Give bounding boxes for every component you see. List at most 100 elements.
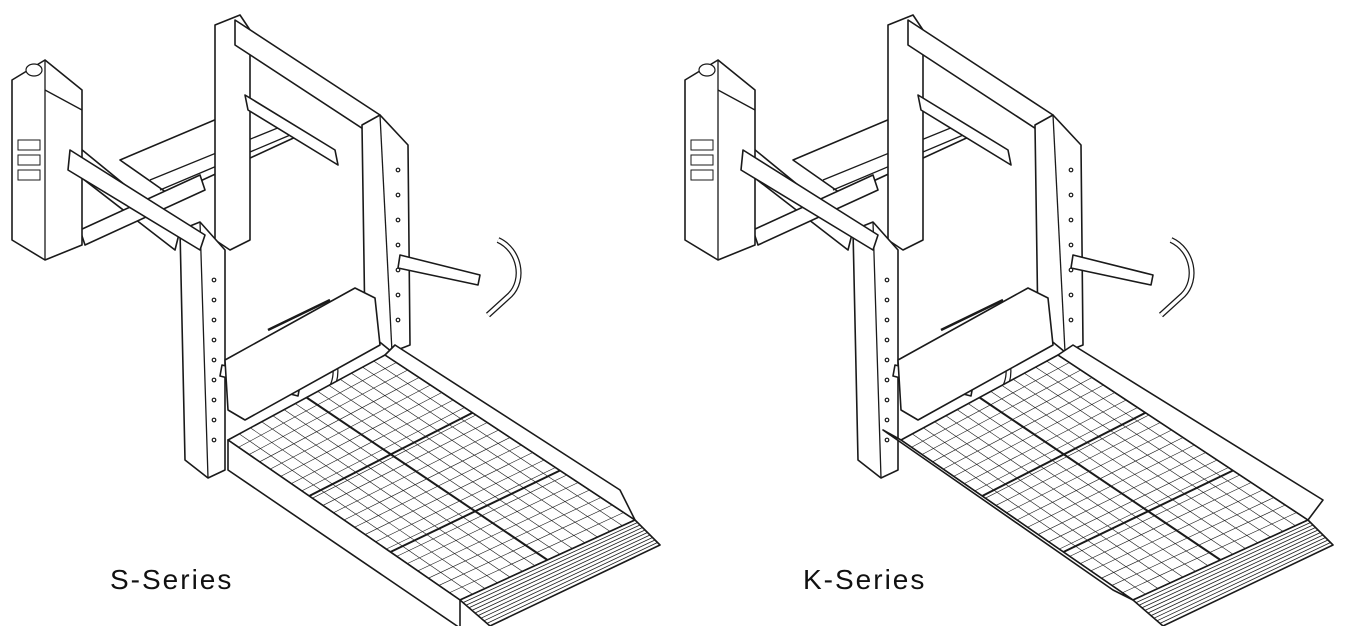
control-slot: [690, 154, 714, 166]
mesh-line: [250, 427, 486, 589]
ramp-tread: [1147, 532, 1321, 614]
post-bolt: [395, 167, 401, 173]
ramp-tread: [486, 542, 658, 624]
mesh-line: [900, 439, 1134, 601]
mesh-line: [295, 403, 536, 566]
post-edge: [872, 221, 882, 479]
platform-crossmember: [978, 396, 1222, 561]
post-bolt: [1068, 192, 1074, 198]
k-series-label: K-Series: [803, 564, 927, 595]
post-bolt: [211, 297, 217, 303]
post-edge: [199, 221, 209, 479]
right-handrail-arm: [397, 254, 481, 286]
post-bolt: [211, 277, 217, 283]
post-bolt: [884, 317, 890, 323]
post-bolt: [211, 397, 217, 403]
ramp-tread: [1141, 527, 1316, 609]
post-bolt: [1068, 167, 1074, 173]
post-bolt: [211, 417, 217, 423]
platform-crossmember: [305, 396, 549, 561]
mesh-line: [956, 409, 1196, 572]
mesh-line: [912, 433, 1146, 595]
ramp-tread: [477, 534, 651, 616]
post-bolt: [1068, 317, 1074, 323]
post-bolt: [884, 357, 890, 363]
control-slot: [690, 169, 714, 181]
post-edge: [379, 114, 393, 353]
s-series-figure: S-Series: [11, 14, 661, 626]
mesh-line: [261, 421, 498, 584]
ramp-tread: [474, 532, 648, 614]
post-bolt: [211, 437, 217, 443]
right-handrail-arm: [1070, 254, 1154, 286]
mesh-line: [1057, 354, 1309, 521]
ramp-tread: [480, 537, 653, 619]
post-bolt: [211, 377, 217, 383]
gas-strut: [917, 94, 1012, 166]
mesh-line: [317, 391, 561, 555]
ramp-tread: [465, 524, 641, 606]
post-bolt: [1068, 292, 1074, 298]
post-bolt: [884, 337, 890, 343]
power-pack-edge: [44, 89, 83, 111]
mesh-line: [990, 391, 1234, 555]
ramp-tread: [1153, 537, 1326, 619]
barrier-slot: [940, 298, 1004, 332]
ramp-tread: [468, 527, 643, 609]
barrier-slot: [267, 298, 331, 332]
mesh-line: [934, 421, 1171, 584]
post-bolt: [211, 317, 217, 323]
post-bolt: [884, 397, 890, 403]
post-bolt: [884, 377, 890, 383]
post-bolt: [884, 277, 890, 283]
post-bolt: [1068, 217, 1074, 223]
post-bolt: [395, 192, 401, 198]
mesh-line: [1001, 385, 1246, 549]
front-post: [179, 221, 226, 479]
post-bolt: [395, 217, 401, 223]
ramp-tread: [1144, 529, 1319, 611]
s-series-label: S-Series: [110, 564, 234, 595]
control-slot: [17, 139, 41, 151]
ramp-tread: [1159, 542, 1331, 624]
right-handrail-core: [1159, 238, 1194, 317]
mesh-line: [362, 366, 611, 532]
post-bolt: [211, 357, 217, 363]
mesh-line: [283, 409, 523, 572]
front-post: [852, 221, 899, 479]
post-bolt: [884, 297, 890, 303]
ramp-tread: [1150, 534, 1324, 616]
mesh-line: [923, 427, 1159, 589]
ramp-tread: [1138, 524, 1314, 606]
control-slot: [690, 139, 714, 151]
pump-cap: [25, 63, 43, 77]
ramp-tread: [471, 529, 646, 611]
mesh-line: [945, 415, 1184, 578]
mesh-line: [1012, 379, 1259, 544]
mesh-line: [384, 354, 636, 521]
rollstop-barrier: [897, 287, 1054, 421]
gas-strut: [244, 94, 339, 166]
mesh-line: [1024, 372, 1271, 538]
mesh-line: [227, 439, 461, 601]
ramp-tread: [462, 522, 638, 603]
mesh-line: [1035, 366, 1284, 532]
post-bolt: [395, 292, 401, 298]
control-slot: [17, 154, 41, 166]
post-edge: [1052, 114, 1066, 353]
front-parallel-arm: [740, 149, 879, 251]
post-bolt: [395, 242, 401, 248]
power-pack-edge: [717, 89, 756, 111]
mesh-line: [351, 372, 598, 538]
mesh-line: [339, 379, 586, 544]
mesh-line: [272, 415, 511, 578]
s-series-lift-drawing: [11, 14, 661, 626]
post-bolt: [1068, 242, 1074, 248]
k-series-figure: K-Series: [673, 0, 1346, 626]
mesh-line: [1046, 360, 1296, 526]
mesh-line: [373, 360, 623, 526]
post-bolt: [395, 317, 401, 323]
ramp-tread: [1156, 539, 1329, 622]
front-parallel-arm: [67, 149, 206, 251]
k-series-lift-drawing: [684, 14, 1334, 626]
